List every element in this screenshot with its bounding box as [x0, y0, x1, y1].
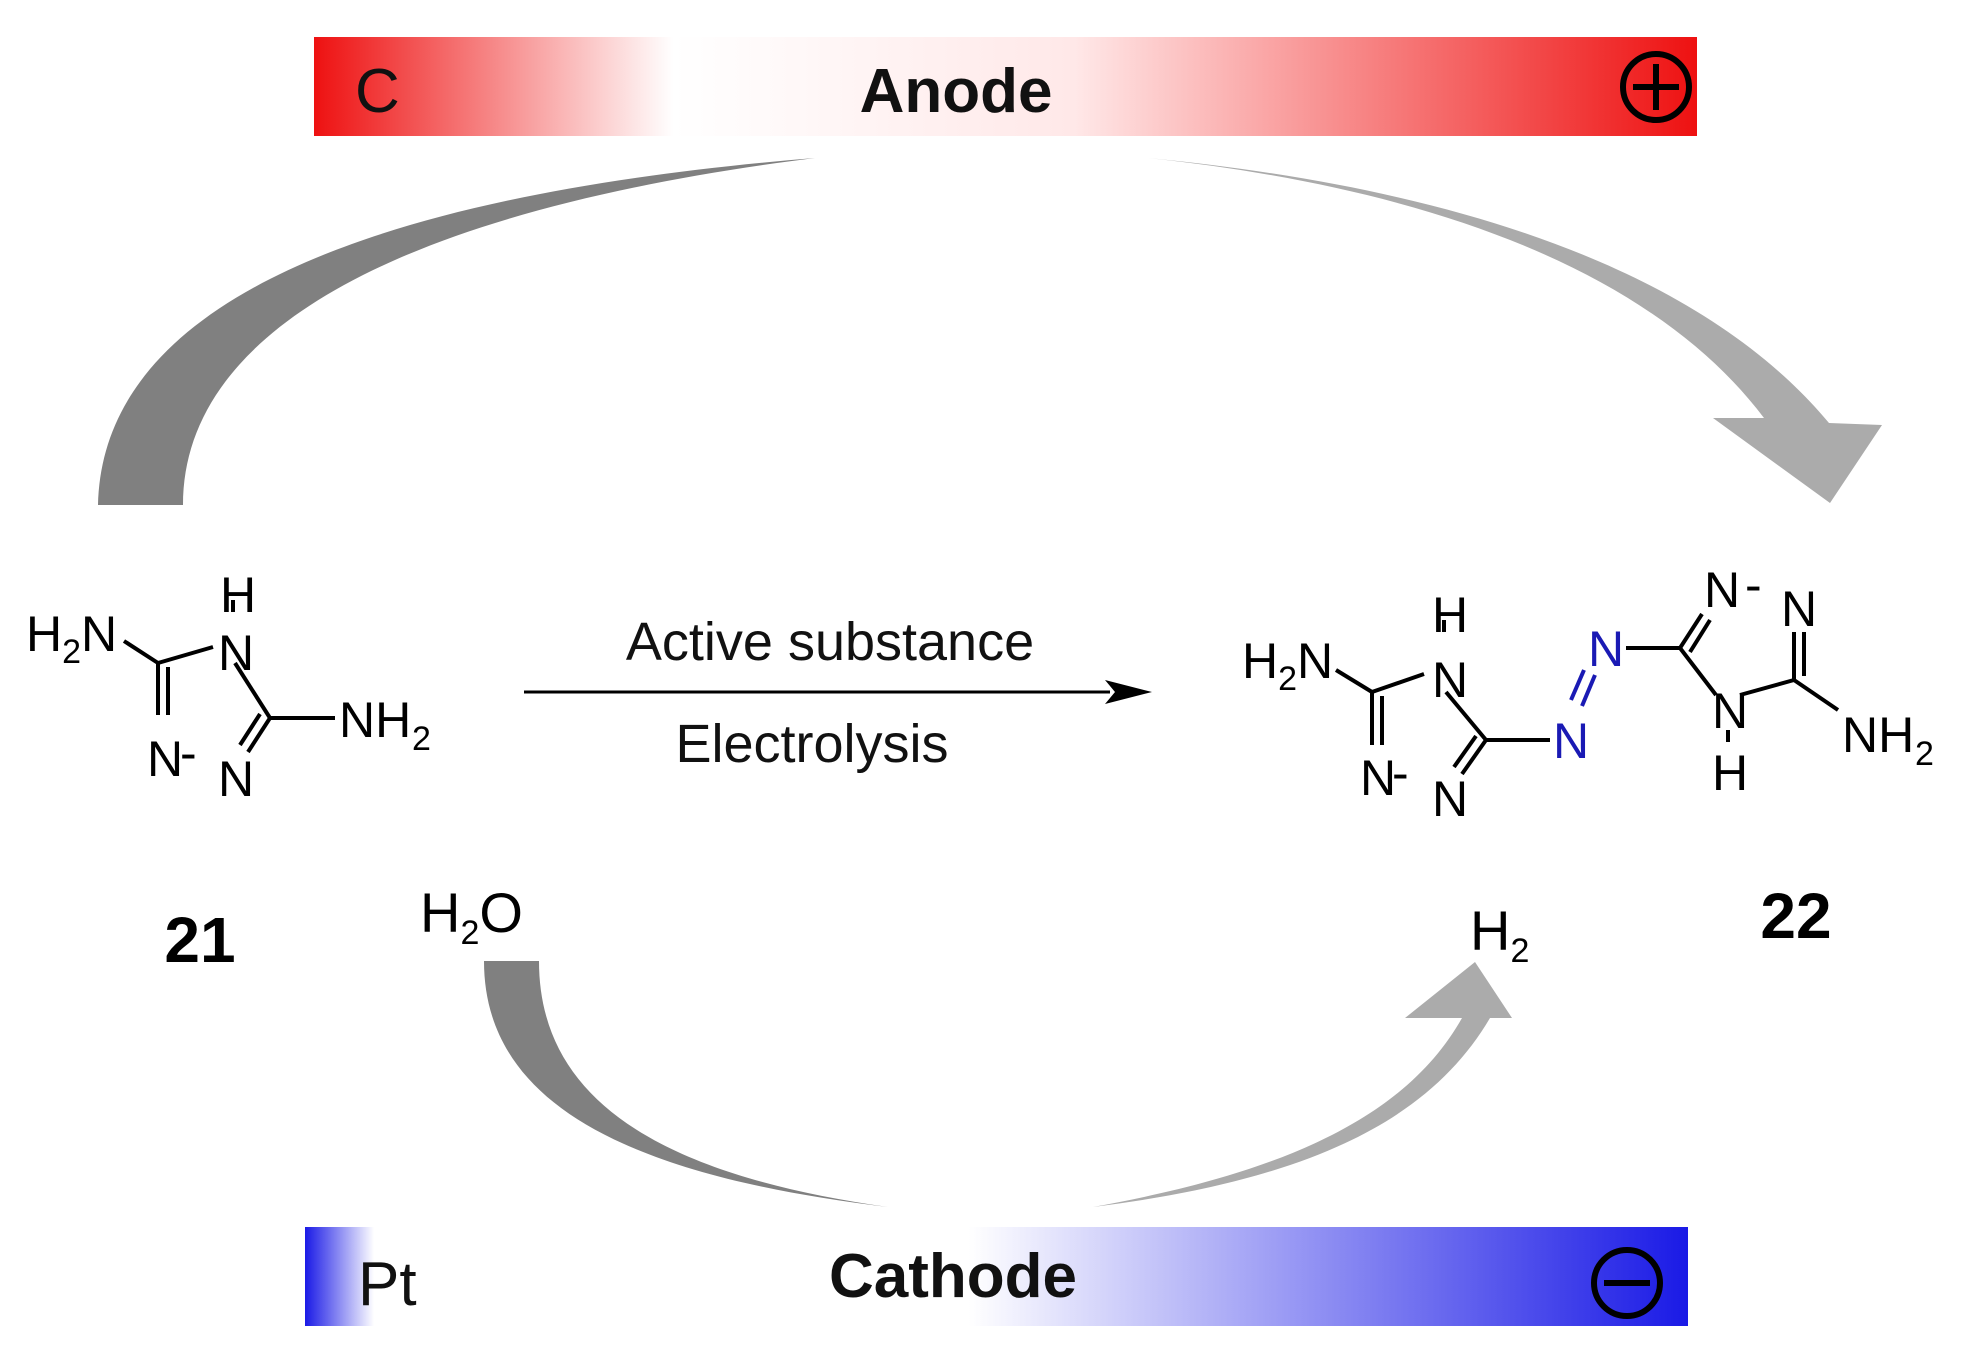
svg-text:H: H [220, 567, 256, 623]
svg-text:H2N: H2N [1242, 633, 1333, 698]
compound-22-number: 22 [1760, 880, 1831, 952]
anode-bar [314, 37, 1697, 136]
svg-text:N: N [1432, 771, 1468, 827]
svg-text:N: N [147, 731, 183, 787]
plus-circle-icon [1620, 51, 1692, 123]
svg-text:N: N [218, 751, 254, 807]
cathode-label: Cathode [829, 1242, 1077, 1311]
svg-text:N: N [1432, 652, 1468, 708]
anode-oxidation-arrow-out [1148, 158, 1882, 503]
cathode-reduction-arrow-out [1093, 962, 1512, 1207]
anode-label: Anode [860, 57, 1053, 126]
anode-oxidation-arrow-in [98, 158, 815, 505]
cathode-material: Pt [358, 1250, 417, 1319]
water-label: H2O [420, 881, 523, 952]
cathode-reduction-arrow-in [484, 961, 888, 1207]
svg-text:H: H [1712, 745, 1748, 801]
cathode-bar [305, 1227, 1688, 1326]
svg-text:H: H [1432, 587, 1468, 643]
svg-text:N: N [1360, 750, 1396, 806]
svg-text:NH: NH [339, 692, 411, 748]
svg-text:N: N [1712, 683, 1748, 739]
compound-21-structure: H N H2N NH 2 N - N [26, 567, 431, 807]
anode-material: C [355, 57, 400, 126]
svg-text:N: N [1588, 621, 1624, 677]
condition-top: Active substance [626, 612, 1034, 672]
anode-electrode: C Anode [314, 37, 1697, 136]
svg-text:H2N: H2N [26, 606, 117, 671]
condition-bottom: Electrolysis [675, 714, 948, 774]
reaction-arrow [524, 680, 1152, 704]
compound-21-number: 21 [164, 904, 235, 976]
svg-text:2: 2 [1915, 735, 1934, 773]
hydrogen-label: H2 [1470, 899, 1529, 970]
svg-text:2: 2 [412, 720, 431, 758]
svg-text:-: - [1745, 557, 1762, 613]
svg-text:N: N [218, 625, 254, 681]
compound-22-structure: H N H2N N - N N N N - N N H NH 2 [1242, 557, 1934, 827]
svg-text:N: N [1704, 562, 1740, 618]
svg-text:NH: NH [1842, 707, 1914, 763]
svg-text:N: N [1553, 713, 1589, 769]
minus-circle-icon [1591, 1247, 1663, 1319]
svg-text:N: N [1781, 581, 1817, 637]
cathode-electrode: Pt Cathode [305, 1227, 1688, 1326]
svg-text:-: - [180, 725, 197, 781]
svg-text:-: - [1392, 745, 1409, 801]
